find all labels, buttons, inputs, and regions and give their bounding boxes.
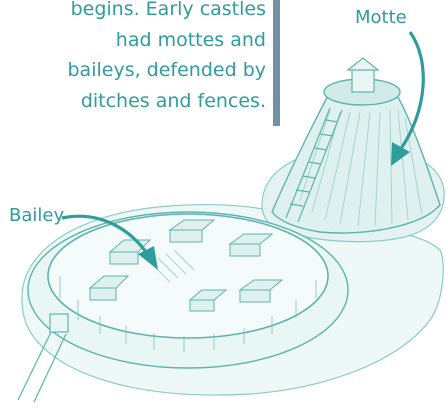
motte-mound bbox=[272, 85, 440, 233]
motte-label: Motte bbox=[355, 8, 407, 28]
caption-line-4: ditches and fences. bbox=[4, 86, 266, 117]
sidebar-divider-bar bbox=[273, 0, 280, 126]
bailey-label: Bailey bbox=[9, 206, 64, 226]
keep-tower bbox=[348, 58, 378, 92]
caption-text: begins. Early castles had mottes and bai… bbox=[4, 0, 266, 116]
caption-line-1: begins. Early castles bbox=[4, 0, 266, 25]
caption-line-2: had mottes and bbox=[4, 25, 266, 56]
caption-line-3: baileys, defended by bbox=[4, 55, 266, 86]
